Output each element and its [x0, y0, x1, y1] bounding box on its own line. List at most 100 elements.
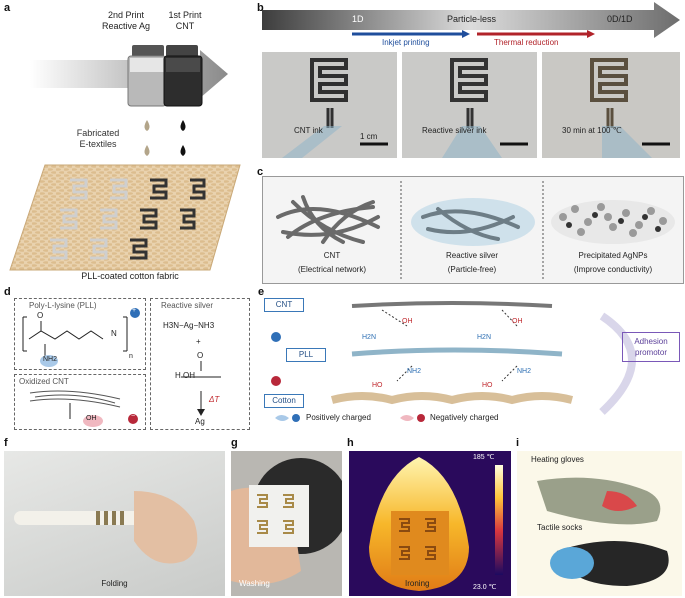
photo-cnt-ink — [262, 52, 397, 158]
panel-label-b: b — [257, 2, 264, 14]
cnt-droplet-1 — [180, 120, 186, 131]
fabricated-label: Fabricated E-textiles — [76, 128, 120, 149]
panel-g-washing-photo: Washing — [231, 451, 342, 596]
cnt-label: CNT (Electrical network) — [297, 251, 366, 274]
pll-title: Poly-L-lysine (PLL) — [29, 301, 97, 310]
pll-plus-icon — [271, 332, 281, 342]
formic-h-oh: H OH — [175, 371, 195, 380]
cnt-oh-1: OH — [402, 318, 413, 325]
inkjet-label: Inkjet printing — [382, 38, 430, 47]
photo-reduced — [542, 52, 680, 158]
pos-legend-icon — [292, 414, 300, 422]
printed-patterns — [50, 178, 206, 260]
ag-product: Ag — [195, 417, 205, 426]
oxcnt-title: Oxidized CNT — [19, 377, 69, 386]
cartridge-cnt-top — [166, 45, 198, 57]
oxcnt-negative-icon — [128, 414, 138, 424]
panel-i-wearables: Heating gloves Tactile socks — [517, 451, 682, 596]
folding-illustration — [14, 491, 198, 564]
cnt-oh-2: OH — [512, 318, 523, 325]
cnt-network-icon — [276, 195, 380, 244]
panel-a: 2nd Print Reactive Ag 1st Print CNT Fabr… — [0, 0, 255, 285]
panel-h-ironing-thermal: 185 ℃ 23.0 ℃ Ironing — [349, 451, 511, 596]
reactive-silver-box: Reactive silver H3N−Ag−NH3 + O H OH ΔT A… — [150, 298, 250, 430]
oxcnt-oh: OH — [86, 415, 97, 422]
pll-molecule — [22, 308, 140, 367]
stage-arrow — [262, 2, 680, 38]
ag-droplet-1 — [144, 120, 150, 131]
pll-n-subscript: n — [129, 353, 133, 360]
temp-min: 23.0 ℃ — [473, 584, 497, 591]
agnp-label: Precipitated AgNPs (Improve conductivity… — [573, 251, 653, 274]
pos-legend-text: Positively charged — [306, 413, 371, 422]
thermal-image — [369, 457, 503, 591]
plus-sign: + — [196, 337, 201, 346]
cartridge-ag-top — [132, 45, 164, 57]
pll-structure-box: Poly-L-lysine (PLL) O N n NH2 + — [14, 298, 146, 370]
panel-label-c: c — [257, 166, 264, 178]
thermal-label: Thermal reduction — [494, 38, 559, 47]
neg-legend-swatch — [400, 415, 414, 421]
panel-label-f: f — [4, 437, 8, 449]
folding-caption: Folding — [101, 579, 128, 588]
stage-0d1d: 0D/1D — [607, 14, 633, 24]
oxcnt-molecule — [29, 390, 138, 427]
socks-label: Tactile socks — [537, 523, 583, 532]
panel-label-g: g — [231, 437, 238, 449]
stage-particleless: Particle-less — [447, 14, 497, 24]
pll-positive-icon — [130, 308, 140, 318]
cotton-ho-1: HO — [372, 382, 383, 389]
pll-o-atom: O — [37, 311, 44, 320]
silver-electrode-icon — [442, 58, 528, 158]
neg-legend-icon — [417, 414, 425, 422]
ink-structure-diagram — [276, 181, 675, 279]
temp-max: 185 ℃ — [473, 454, 495, 461]
ag-complex: H3N−Ag−NH3 — [163, 321, 215, 330]
reactive-silver-label: Reactive silver (Particle-free) — [445, 251, 498, 274]
panel-label-i: i — [516, 437, 520, 449]
adhesion-diagram — [271, 301, 636, 422]
oxcnt-minus: − — [131, 413, 136, 420]
caption-reduction: 30 min at 100 ℃ — [562, 126, 622, 135]
caption-silver-ink: Reactive silver ink — [422, 126, 487, 135]
fabric-caption: PLL-coated cotton fabric — [81, 271, 179, 281]
glove-icon — [537, 477, 661, 525]
pll-nh2: NH2 — [43, 356, 58, 363]
panel-label-e: e — [258, 286, 265, 298]
neg-legend-text: Negatively charged — [430, 413, 499, 422]
washing-caption: Washing — [239, 579, 270, 588]
caption-cnt-ink: CNT ink — [294, 126, 323, 135]
print1-label: 1st Print CNT — [168, 10, 202, 31]
gloves-label: Heating gloves — [531, 455, 584, 464]
panel-c: CNT (Electrical network) Reactive silver… — [262, 176, 684, 284]
adhesion-promotor-box: Adhesion promotor — [622, 332, 680, 362]
pos-legend-swatch — [275, 415, 289, 421]
fabrication-diagram — [9, 45, 241, 271]
layer-pll: PLL — [286, 348, 326, 362]
pll-nh2-2: NH2 — [517, 368, 532, 375]
reaction-arrow — [181, 361, 221, 416]
pll-nh2-1: NH2 — [407, 368, 422, 375]
cotton-minus-icon — [271, 376, 281, 386]
reactive-silver-icon — [411, 198, 535, 246]
pll-plus: + — [132, 307, 137, 314]
layer-cnt: CNT — [264, 298, 304, 312]
panel-label-h: h — [347, 437, 354, 449]
panel-f-folding-photo: Folding — [4, 451, 225, 596]
reactive-title: Reactive silver — [161, 301, 214, 310]
formic-o: O — [197, 351, 204, 360]
reduced-electrode-icon — [590, 58, 670, 158]
scale-bar-label: 1 cm — [360, 132, 378, 141]
pll-h2n-2: H2N — [477, 334, 492, 341]
panel-label-d: d — [4, 286, 11, 298]
agnp-icon — [551, 200, 675, 244]
oxcnt-box: Oxidized CNT OH − — [14, 374, 146, 430]
panel-e: CNT PLL Cotton OH OH H2N H2N NH2 NH2 HO … — [262, 296, 682, 432]
photo-silver-ink — [402, 52, 537, 158]
ag-droplet-2 — [144, 145, 150, 156]
cnt-droplet-2 — [180, 145, 186, 156]
delta-t: ΔT — [209, 395, 220, 404]
pll-n-atom: N — [111, 329, 117, 338]
panel-label-a: a — [4, 2, 11, 14]
stage-1d: 1D — [352, 14, 364, 24]
